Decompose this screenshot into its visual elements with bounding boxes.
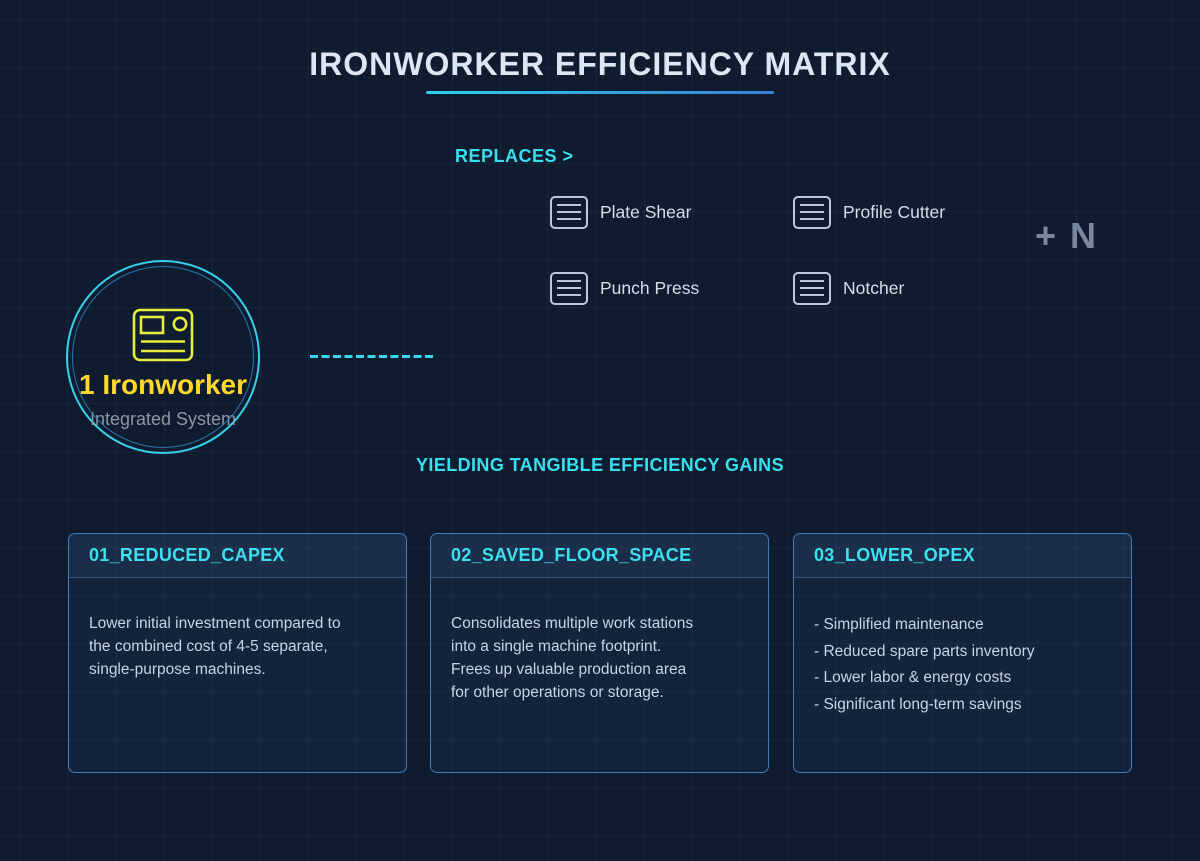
- machine-item-notcher: Notcher: [793, 271, 904, 305]
- benefit-card-saved-floor-space: 02_SAVED_FLOOR_SPACE Consolidates multip…: [430, 533, 769, 773]
- card-text-line: Lower initial investment compared to: [89, 615, 341, 632]
- title-underline: [426, 91, 774, 94]
- card-title: 01_REDUCED_CAPEX: [89, 545, 285, 565]
- card-list-item: - Lower labor & energy costs: [814, 669, 1012, 686]
- card-body: Consolidates multiple work stations into…: [431, 578, 768, 704]
- card-title: 03_LOWER_OPEX: [814, 545, 975, 565]
- machine-icon: [793, 195, 831, 229]
- machine-label: Profile Cutter: [843, 201, 946, 222]
- card-header: 03_LOWER_OPEX: [794, 534, 1131, 578]
- plus-n-label: + N: [1035, 215, 1099, 256]
- ironworker-subtitle: Integrated System: [89, 408, 237, 429]
- machine-item-punch-press: Punch Press: [550, 271, 699, 305]
- machine-icon: [550, 195, 588, 229]
- card-text-line: into a single machine footprint.: [451, 638, 662, 655]
- machine-label: Notcher: [843, 277, 905, 298]
- benefit-card-lower-opex: 03_LOWER_OPEX - Simplified maintenance -…: [793, 533, 1132, 773]
- benefit-card-reduced-capex: 01_REDUCED_CAPEX Lower initial investmen…: [68, 533, 407, 773]
- card-title: 02_SAVED_FLOOR_SPACE: [451, 545, 692, 565]
- dashed-connector-line: [310, 355, 436, 358]
- page-title: IRONWORKER EFFICIENCY MATRIX: [309, 46, 891, 82]
- ironworker-circle: 1 Ironworker Integrated System: [66, 260, 260, 454]
- card-header: 02_SAVED_FLOOR_SPACE: [431, 534, 768, 578]
- card-text-line: Frees up valuable production area: [451, 661, 687, 678]
- card-list-item: - Reduced spare parts inventory: [814, 642, 1035, 660]
- machine-icon: [793, 271, 831, 305]
- replaces-label: REPLACES >: [455, 146, 574, 166]
- card-text-line: for other operations or storage.: [451, 684, 664, 701]
- card-body: - Simplified maintenance - Reduced spare…: [794, 578, 1131, 718]
- machine-item-plate-shear: Plate Shear: [550, 195, 691, 229]
- card-list-item: - Simplified maintenance: [814, 616, 984, 633]
- card-text-line: Consolidates multiple work stations: [451, 615, 694, 632]
- card-text-line: single-purpose machines.: [89, 661, 266, 678]
- machine-label: Punch Press: [600, 277, 700, 298]
- card-body: Lower initial investment compared to the…: [69, 578, 406, 681]
- card-header: 01_REDUCED_CAPEX: [69, 534, 406, 578]
- machine-icon: [550, 271, 588, 305]
- card-list-item: - Significant long-term savings: [814, 695, 1022, 713]
- ironworker-machine-icon: [132, 308, 194, 362]
- card-text-line: the combined cost of 4-5 separate,: [89, 638, 328, 655]
- yield-label: YIELDING TANGIBLE EFFICIENCY GAINS: [416, 455, 784, 475]
- machine-label: Plate Shear: [600, 201, 692, 222]
- machine-item-profile-cutter: Profile Cutter: [793, 195, 945, 229]
- ironworker-count-label: 1 Ironworker: [78, 369, 248, 400]
